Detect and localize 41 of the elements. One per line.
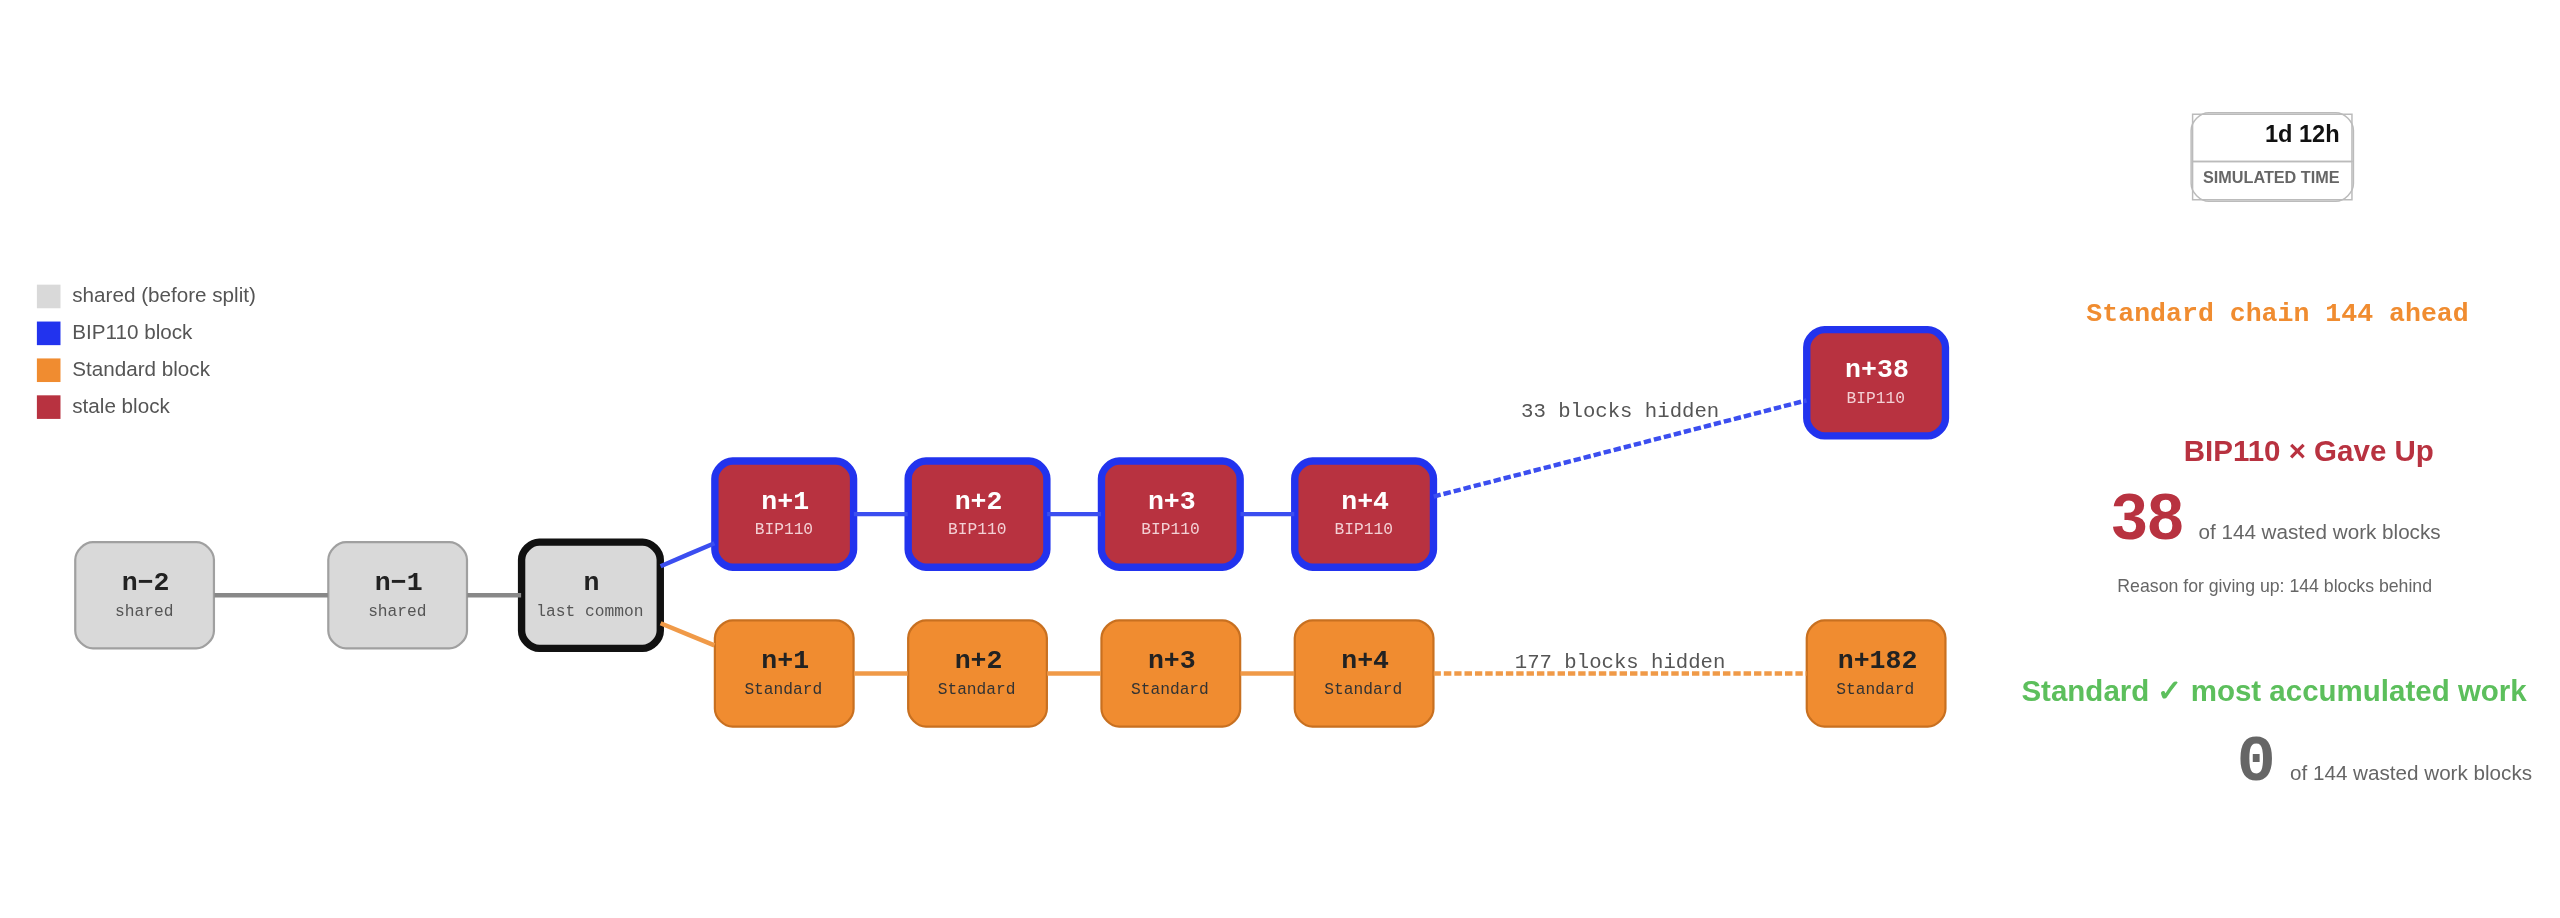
node-box: n+1 BIP110: [711, 456, 858, 571]
node-box: n+3 BIP110: [1097, 456, 1244, 571]
node-box: n+2 Standard: [907, 618, 1048, 728]
node-box: n+182 Standard: [1805, 618, 1947, 728]
legend-label: BIP110 block: [72, 319, 193, 343]
connector: [659, 540, 716, 568]
node-box: n+1 Standard: [713, 618, 855, 728]
connector: [659, 620, 716, 647]
connector: [853, 511, 908, 516]
label: BIP110 × Gave Up: [2183, 433, 2434, 467]
label: Standard chain 144 ahead: [2086, 298, 2469, 329]
label: of 144 wasted work blocks: [2198, 519, 2441, 543]
node-box: n−2 shared: [74, 540, 216, 649]
edge-label: 33 blocks hidden: [1521, 399, 1720, 423]
node-box: n−1 shared: [327, 540, 469, 649]
node-box: n+38 BIP110: [1803, 325, 1950, 440]
connector: [1240, 511, 1295, 516]
label: SIMULATED TIME: [2202, 167, 2340, 186]
legend-label: Standard block: [72, 356, 210, 380]
connector: [467, 592, 522, 597]
node-box: n last common: [517, 537, 664, 652]
node-box: n+4 BIP110: [1291, 456, 1438, 571]
connector: [1433, 670, 1807, 676]
node-box: n+4 Standard: [1293, 618, 1435, 728]
connector: [1240, 670, 1295, 676]
node-box: n+3 Standard: [1100, 618, 1242, 728]
label: 0: [2236, 725, 2276, 799]
label: of 144 wasted work blocks: [2289, 760, 2533, 784]
connector: [1047, 511, 1101, 516]
label: 1d 12h: [2264, 120, 2340, 147]
label: Standard ✓ most accumulated work: [2021, 673, 2527, 707]
connector: [853, 670, 908, 676]
node-box: n+2 BIP110: [904, 456, 1051, 571]
connector: [214, 592, 328, 597]
label: 38: [2111, 479, 2184, 553]
label: Reason for giving up: 144 blocks behind: [2117, 575, 2433, 596]
edge-label: 177 blocks hidden: [1514, 650, 1726, 674]
legend-label: shared (before split): [72, 282, 256, 306]
legend-label: stale block: [72, 393, 170, 417]
connector: [1047, 670, 1101, 676]
connector: [1433, 397, 1808, 499]
